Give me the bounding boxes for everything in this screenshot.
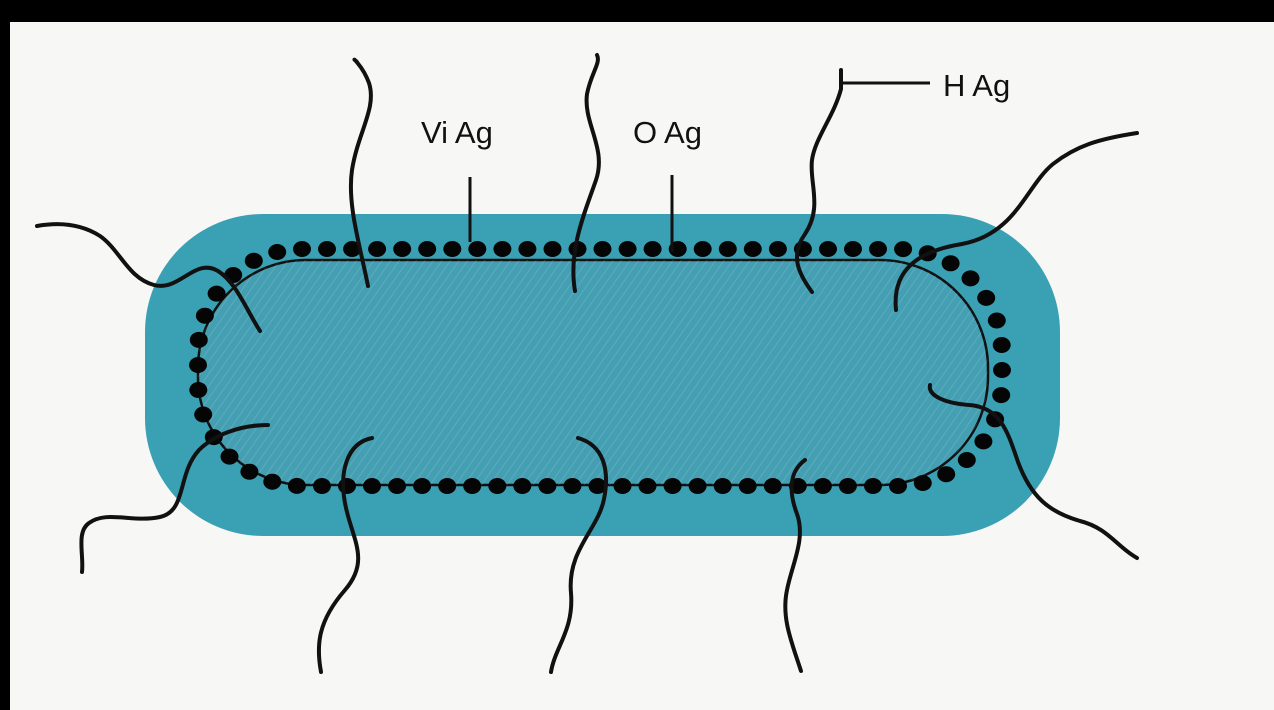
vi-antigen-bead [493, 241, 511, 257]
vi-antigen-bead [992, 387, 1010, 403]
vi-antigen-bead [363, 478, 381, 494]
vi-antigen-bead [974, 433, 992, 449]
vi-antigen-bead [245, 253, 263, 269]
vi-antigen-bead [368, 241, 386, 257]
vi-antigen-bead [644, 241, 662, 257]
vi-antigen-bead [263, 474, 281, 490]
vi-antigen-bead [513, 478, 531, 494]
vi-antigen-bead [288, 478, 306, 494]
vi-antigen-bead [614, 478, 632, 494]
vi-antigen-bead [194, 407, 212, 423]
vi-antigen-bead [962, 270, 980, 286]
vi-antigen-bead [937, 466, 955, 482]
vi-antigen-bead [639, 478, 657, 494]
vi-antigen-bead [463, 478, 481, 494]
vi-antigen-label: Vi Ag [421, 115, 493, 150]
o-antigen-label: O Ag [633, 115, 702, 150]
cell-texture [198, 260, 988, 485]
vi-antigen-bead [189, 357, 207, 373]
vi-antigen-bead [438, 478, 456, 494]
vi-antigen-bead [338, 478, 356, 494]
vi-antigen-bead [719, 241, 737, 257]
vi-antigen-bead [518, 241, 536, 257]
vi-antigen-bead [889, 478, 907, 494]
vi-antigen-bead [664, 478, 682, 494]
vi-antigen-bead [869, 241, 887, 257]
vi-antigen-bead [468, 241, 486, 257]
vi-antigen-bead [914, 475, 932, 491]
vi-antigen-bead [619, 241, 637, 257]
vi-antigen-bead [388, 478, 406, 494]
vi-antigen-bead [538, 478, 556, 494]
vi-antigen-bead [393, 241, 411, 257]
vi-antigen-bead [443, 241, 461, 257]
vi-antigen-bead [268, 244, 286, 260]
vi-antigen-bead [769, 241, 787, 257]
vi-antigen-bead [744, 241, 762, 257]
vi-antigen-bead [413, 478, 431, 494]
vi-antigen-bead [313, 478, 331, 494]
vi-antigen-bead [942, 255, 960, 271]
vi-antigen-bead [977, 290, 995, 306]
h-antigen-label: H Ag [943, 68, 1010, 103]
vi-antigen-bead [240, 464, 258, 480]
vi-antigen-bead [563, 478, 581, 494]
vi-antigen-bead [594, 241, 612, 257]
vi-antigen-bead [488, 478, 506, 494]
vi-antigen-bead [208, 286, 226, 302]
vi-antigen-bead [764, 478, 782, 494]
vi-antigen-bead [318, 241, 336, 257]
vi-antigen-bead [814, 478, 832, 494]
bacterium [145, 214, 1060, 536]
vi-antigen-bead [819, 241, 837, 257]
vi-antigen-bead [544, 241, 562, 257]
vi-antigen-bead [844, 241, 862, 257]
vi-antigen-bead [418, 241, 436, 257]
vi-antigen-bead [993, 362, 1011, 378]
vi-antigen-bead [694, 241, 712, 257]
vi-antigen-bead [739, 478, 757, 494]
vi-antigen-bead [993, 337, 1011, 353]
vi-antigen-bead [221, 449, 239, 465]
vi-antigen-bead [196, 308, 214, 324]
vi-antigen-bead [988, 313, 1006, 329]
vi-antigen-bead [293, 241, 311, 257]
vi-antigen-bead [864, 478, 882, 494]
vi-antigen-bead [839, 478, 857, 494]
vi-antigen-bead [689, 478, 707, 494]
vi-antigen-bead [894, 241, 912, 257]
vi-antigen-bead [190, 332, 208, 348]
vi-antigen-bead [189, 382, 207, 398]
vi-antigen-bead [714, 478, 732, 494]
vi-antigen-bead [958, 452, 976, 468]
